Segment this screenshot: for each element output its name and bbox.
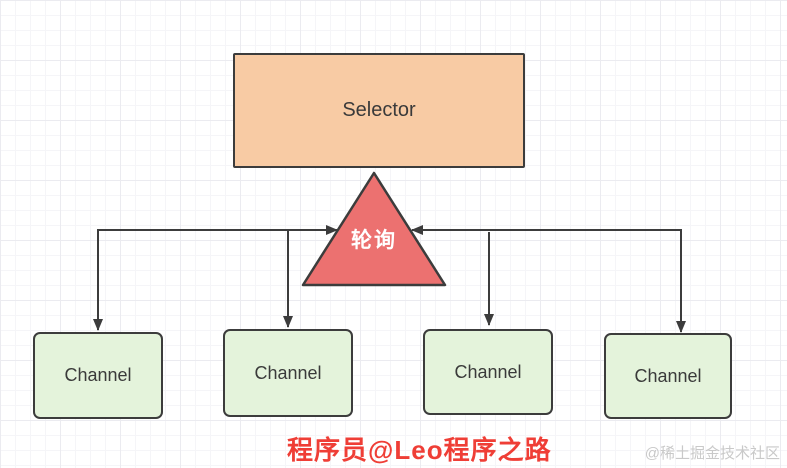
triangle-shape <box>301 171 447 287</box>
watermark-author: 程序员@Leo程序之路 <box>287 435 552 465</box>
channel-node-4: Channel <box>604 333 732 419</box>
channel-node-3: Channel <box>423 329 553 415</box>
watermark-community: @稀土掘金技术社区 <box>644 445 780 462</box>
selector-label: Selector <box>342 99 416 121</box>
triangle-polygon <box>301 171 447 287</box>
channel-node-2: Channel <box>223 329 353 417</box>
channel-label: Channel <box>64 365 132 385</box>
channel-node-1: Channel <box>33 332 163 419</box>
poller-triangle-node: 轮询 <box>300 170 448 288</box>
channel-label: Channel <box>254 362 322 383</box>
channel-label: Channel <box>634 365 702 386</box>
poller-label: 轮询 <box>351 229 397 252</box>
selector-node: Selector <box>233 53 525 168</box>
channel-label: Channel <box>454 361 522 382</box>
